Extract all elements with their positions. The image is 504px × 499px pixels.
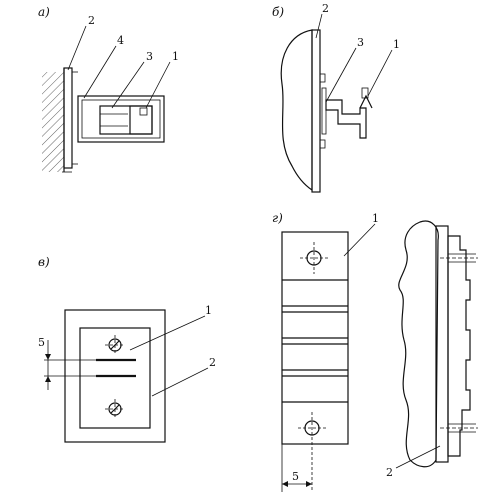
dimension-v: 5 [38,336,45,349]
screw-bottom [105,399,125,419]
inner-plate [79,327,151,429]
panel-g-letter: г) [272,211,283,225]
wall-hatch [42,72,64,172]
callout-a-4: 4 [117,34,124,47]
screw-top [105,335,125,355]
callout-a-3: 3 [146,50,153,63]
insert [99,105,153,135]
callout-b-3: 3 [357,36,364,49]
hook-arm [325,99,367,139]
panel-b-letter: б) [272,5,284,19]
body-mass [280,29,313,192]
section-body [398,220,439,468]
callout-g-2: 2 [386,466,393,479]
callout-b-1: 1 [393,38,400,51]
callout-v-1: 1 [205,304,212,317]
panel-g: г) 5 1 [272,211,478,492]
callout-b-2: 2 [322,2,329,15]
hole-bottom [298,412,326,490]
clamped-part [129,105,153,135]
panel-a-letter: а) [38,5,50,19]
section-strip [447,235,471,457]
housing [77,95,165,143]
callout-a-2: 2 [88,14,95,27]
panel-v: в) 5 1 2 [38,255,216,443]
plate-b [311,29,321,193]
callout-a-1: 1 [172,50,179,63]
panel-b: б) 2 3 1 [272,2,400,193]
mounting-plate [63,67,73,169]
callout-g-1: 1 [372,212,379,225]
dimension-g: 5 [292,470,299,483]
hole-top [300,242,328,274]
callout-v-2: 2 [209,356,216,369]
panel-v-letter: в) [38,255,50,269]
panel-a: а) 2 4 3 1 [38,5,179,173]
